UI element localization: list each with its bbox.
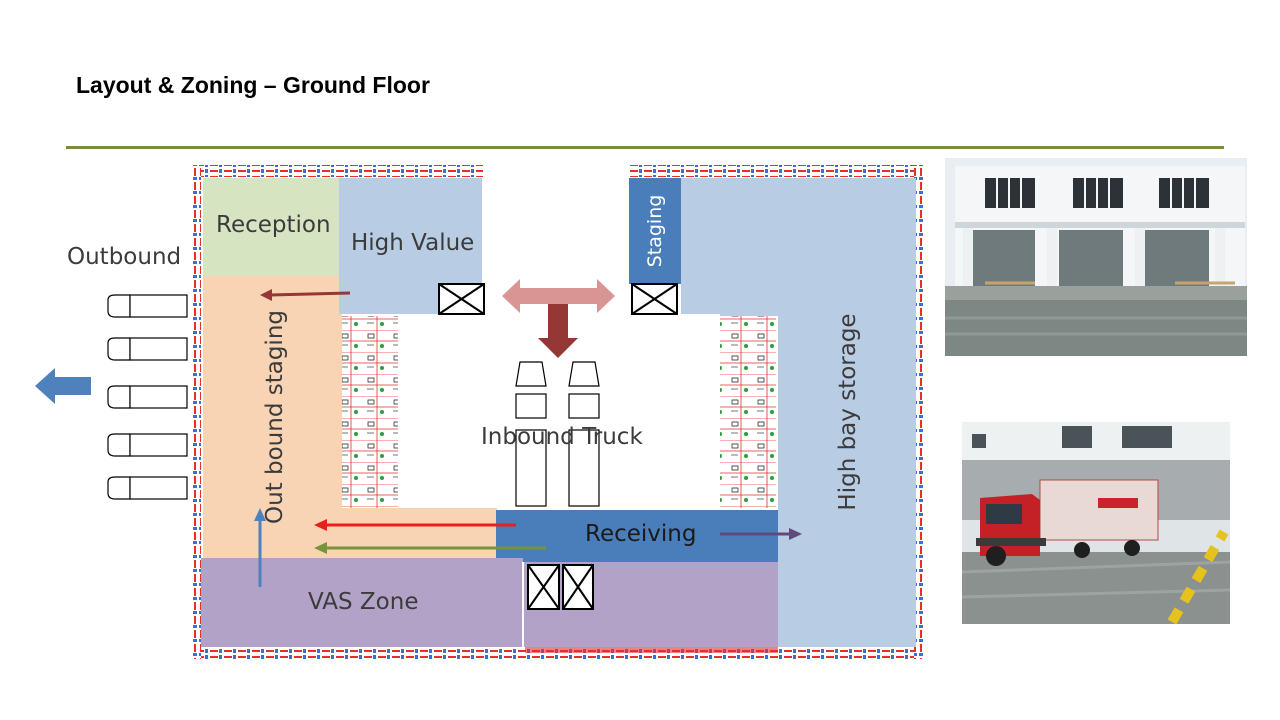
- plan-wall-top-right: [628, 165, 920, 177]
- plan-wall-top-left: [193, 165, 483, 177]
- inbound-truck-label: Inbound Truck: [481, 424, 643, 450]
- title-divider: [66, 146, 1224, 149]
- staging-label: Staging: [644, 194, 666, 268]
- truck-icon: [515, 361, 547, 507]
- truck-icon: [107, 385, 188, 409]
- plan-detail-bottom: [525, 647, 778, 653]
- vas-zone-right: [523, 562, 778, 647]
- outbound-label: Outbound: [67, 244, 182, 270]
- truck-icon: [568, 361, 600, 507]
- truck-icon: [107, 337, 188, 361]
- truck-icon: [107, 433, 188, 457]
- vas-zone: [201, 558, 523, 647]
- high-value-label: High Value: [351, 230, 475, 256]
- flow-arrow-purple: [720, 528, 802, 540]
- high-bay-storage-zone: [681, 178, 916, 647]
- slide-title: Layout & Zoning – Ground Floor: [76, 72, 430, 98]
- flow-arrow-red: [314, 519, 516, 531]
- dock-door-icon: [631, 283, 678, 315]
- outbound-staging-zone: [203, 276, 497, 558]
- warehouse-dock-photo: [945, 158, 1247, 356]
- dock-door-icon: [562, 564, 594, 610]
- high-bay-storage-label: High bay storage: [835, 313, 861, 511]
- reception-zone: [203, 178, 339, 276]
- left-arrow-icon: [35, 368, 91, 404]
- flow-arrow-dark-red: [260, 289, 351, 301]
- staging-zone: [629, 178, 681, 284]
- receiving-zone: [496, 510, 778, 562]
- receiving-label: Receiving: [585, 521, 697, 547]
- outbound-staging-label: Out bound staging: [262, 309, 288, 525]
- truck-icon: [107, 294, 188, 318]
- double-arrow-icon: [502, 279, 615, 313]
- dock-door-icon: [438, 283, 485, 315]
- down-arrow-icon: [538, 304, 578, 358]
- plan-detail-left: [340, 316, 398, 508]
- container-truck-photo: [962, 422, 1230, 624]
- truck-icon: [107, 476, 188, 500]
- plan-wall-left: [191, 165, 201, 659]
- plan-wall-right: [914, 165, 924, 659]
- vas-zone-label: VAS Zone: [308, 589, 419, 615]
- reception-label: Reception: [216, 212, 331, 238]
- flow-arrow-green: [314, 542, 546, 554]
- dock-door-icon: [527, 564, 560, 610]
- plan-detail-right: [720, 316, 776, 508]
- flow-arrow-blue: [254, 508, 266, 587]
